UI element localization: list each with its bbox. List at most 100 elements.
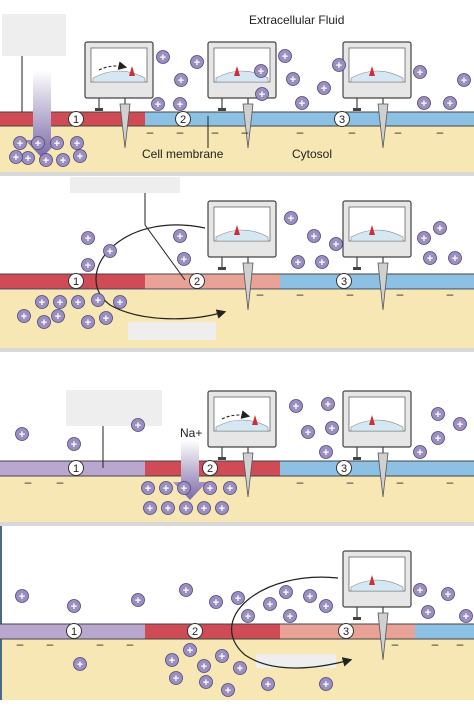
positive-ion-icon: +	[70, 136, 84, 150]
svg-text:+: +	[282, 51, 288, 63]
segment-number-badge: 2	[202, 460, 218, 476]
negative-charge-label: –	[347, 287, 354, 301]
positive-ion-icon: +	[319, 677, 333, 691]
svg-text:+: +	[245, 611, 251, 623]
positive-ion-icon: +	[17, 309, 31, 323]
positive-ion-icon: +	[278, 49, 292, 63]
positive-ion-icon: +	[151, 97, 165, 111]
positive-ion-icon: +	[417, 96, 431, 110]
svg-text:+: +	[288, 213, 294, 225]
negative-charge-label: –	[297, 125, 304, 139]
positive-ion-icon: +	[173, 97, 187, 111]
positive-ion-icon: +	[99, 311, 113, 325]
positive-ion-icon: +	[254, 64, 268, 78]
positive-ion-icon: +	[131, 593, 145, 607]
positive-ion-icon: +	[156, 50, 170, 64]
negative-charge-label: –	[97, 637, 104, 651]
positive-ion-icon: +	[143, 501, 157, 515]
svg-text:+: +	[155, 99, 161, 111]
svg-text:+: +	[293, 401, 299, 413]
segment-number-badge: 3	[336, 273, 352, 289]
svg-text:+: +	[13, 152, 19, 164]
positive-ion-icon: +	[37, 315, 51, 329]
positive-ion-icon: +	[289, 399, 303, 413]
positive-ion-icon: +	[423, 251, 437, 265]
positive-ion-icon: +	[203, 481, 217, 495]
hidden-label-box	[2, 14, 66, 56]
positive-ion-icon: +	[199, 675, 213, 689]
electrode-icon	[242, 103, 254, 149]
svg-text:+: +	[295, 257, 301, 269]
svg-text:1: 1	[73, 114, 79, 126]
svg-text:+: +	[259, 89, 265, 101]
svg-text:+: +	[225, 685, 231, 697]
svg-text:+: +	[305, 427, 311, 439]
svg-text:+: +	[55, 311, 61, 323]
svg-text:+: +	[427, 253, 433, 265]
negative-charge-label: –	[127, 637, 134, 651]
positive-ion-icon: +	[283, 609, 297, 623]
svg-text:3: 3	[343, 626, 349, 638]
svg-text:+: +	[41, 317, 47, 329]
svg-text:+: +	[103, 313, 109, 325]
positive-ion-icon: +	[21, 151, 35, 165]
positive-ion-icon: +	[71, 295, 85, 309]
positive-ion-icon: +	[39, 153, 53, 167]
svg-text:+: +	[25, 153, 31, 165]
positive-ion-icon: +	[459, 609, 473, 623]
positive-ion-icon: +	[31, 136, 45, 150]
negative-charge-label: –	[242, 125, 249, 139]
svg-text:+: +	[203, 677, 209, 689]
svg-text:+: +	[194, 57, 200, 69]
positive-ion-icon: +	[51, 309, 65, 323]
svg-text:+: +	[35, 138, 41, 150]
svg-text:+: +	[445, 589, 451, 601]
positive-ion-icon: +	[417, 231, 431, 245]
svg-text:2: 2	[192, 626, 198, 638]
positive-ion-icon: +	[73, 657, 87, 671]
title-label: Extracellular Fluid	[249, 13, 344, 27]
svg-text:2: 2	[207, 463, 213, 475]
positive-ion-icon: +	[165, 653, 179, 667]
hidden-label-box	[256, 654, 336, 668]
svg-text:+: +	[19, 429, 25, 441]
voltmeter-icon	[207, 390, 277, 498]
positive-ion-icon: +	[161, 501, 175, 515]
svg-text:+: +	[307, 591, 313, 603]
svg-text:1: 1	[73, 463, 79, 475]
svg-text:+: +	[227, 483, 233, 495]
svg-text:+: +	[417, 447, 423, 459]
positive-ion-icon: +	[169, 671, 183, 685]
svg-text:+: +	[60, 155, 66, 167]
segment-number-badge: 3	[336, 460, 352, 476]
sodium-influx-arrow-icon	[25, 70, 59, 158]
svg-text:+: +	[85, 233, 91, 245]
negative-charge-label: –	[57, 475, 64, 489]
svg-text:+: +	[135, 420, 141, 432]
negative-charge-label: –	[432, 637, 439, 651]
positive-ion-icon: +	[413, 445, 427, 459]
svg-text:1: 1	[73, 276, 79, 288]
svg-text:+: +	[235, 593, 241, 605]
svg-text:+: +	[181, 254, 187, 266]
positive-ion-icon: +	[223, 481, 237, 495]
positive-ion-icon: +	[317, 81, 331, 95]
svg-text:+: +	[267, 599, 273, 611]
svg-text:+: +	[323, 679, 329, 691]
positive-ion-icon: +	[35, 295, 49, 309]
svg-text:+: +	[336, 60, 342, 72]
hidden-label-box	[70, 177, 180, 193]
svg-text:3: 3	[341, 276, 347, 288]
positive-ion-icon: +	[81, 258, 95, 272]
svg-text:+: +	[169, 655, 175, 667]
negative-charge-label: –	[297, 287, 304, 301]
svg-text:+: +	[213, 597, 219, 609]
svg-text:+: +	[85, 260, 91, 272]
svg-text:+: +	[77, 151, 83, 163]
svg-text:+: +	[75, 297, 81, 309]
negative-charge-label: –	[437, 125, 444, 139]
positive-ion-icon: +	[177, 252, 191, 266]
negative-charge-label: –	[457, 637, 464, 651]
